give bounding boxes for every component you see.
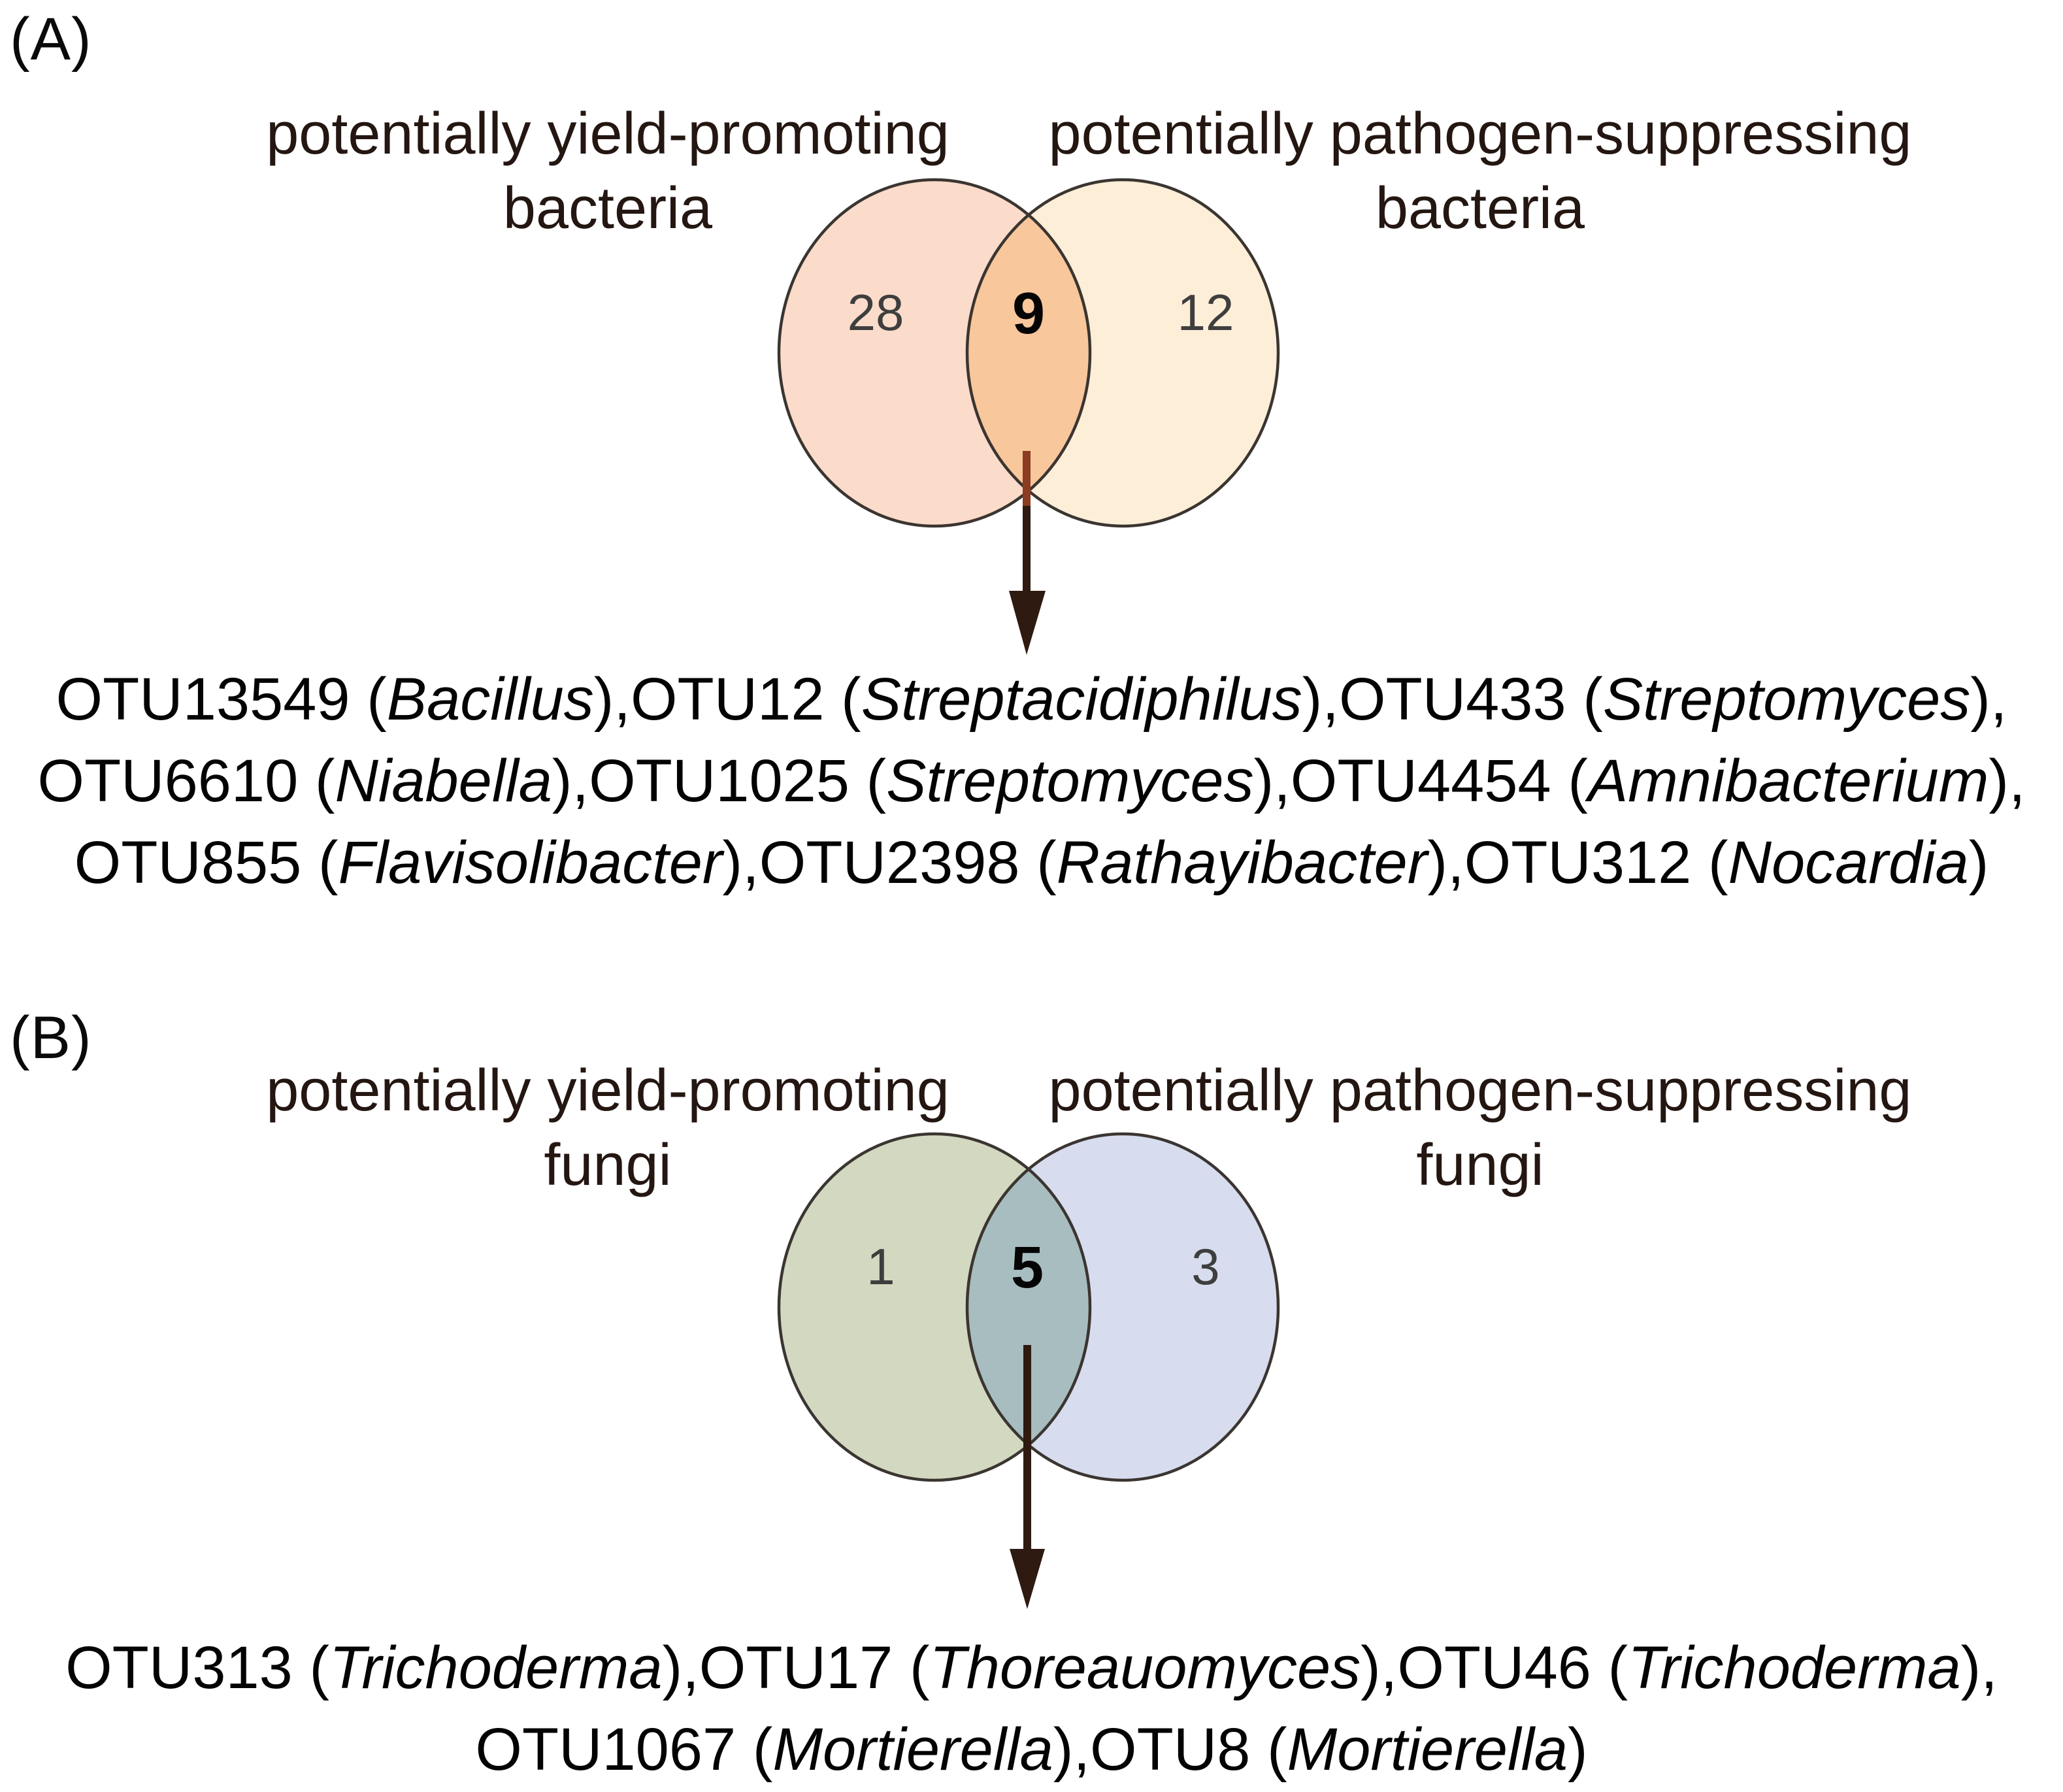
otu-id-text: ),OTU312 ( bbox=[1427, 829, 1728, 896]
panel-a-left-circle-outline bbox=[777, 178, 1092, 528]
title-line: potentially pathogen-suppressing bbox=[1048, 1058, 1912, 1123]
otu-id-text: OTU6610 ( bbox=[37, 748, 335, 814]
panel-a-left-set-title: potentially yield-promoting bacteria bbox=[176, 97, 1039, 246]
otu-id-text: ),OTU4454 ( bbox=[1253, 748, 1588, 814]
title-line: fungi bbox=[1416, 1133, 1544, 1198]
panel-a-right-set-title: potentially pathogen-suppressing bacteri… bbox=[1039, 97, 1921, 246]
panel-a-right-circle-outline bbox=[965, 178, 1280, 528]
otu-line: OTU1067 (Mortierella),OTU8 (Mortierella) bbox=[20, 1709, 2043, 1791]
panel-a-arrowhead-icon bbox=[1009, 591, 1046, 655]
genus-name: Nocardia bbox=[1728, 829, 1969, 896]
otu-id-text: ) bbox=[1568, 1716, 1588, 1783]
panel-b-label: (B) bbox=[10, 1004, 92, 1071]
otu-line: OTU6610 (Niabella),OTU1025 (Streptomyces… bbox=[20, 740, 2043, 822]
panel-b-left-circle-outline bbox=[777, 1132, 1092, 1482]
otu-id-text: ), bbox=[1970, 666, 2007, 733]
otu-line: OTU13549 (Bacillus),OTU12 (Streptacidiph… bbox=[20, 659, 2043, 740]
genus-name: Mortierella bbox=[772, 1716, 1053, 1783]
panel-a-overlap-region bbox=[967, 180, 1090, 526]
panel-b-venn-diagram: 1 5 3 bbox=[777, 1132, 1280, 1609]
panel-a-venn-diagram: 28 9 12 bbox=[777, 178, 1280, 655]
title-line: bacteria bbox=[1375, 176, 1585, 241]
panel-a-otu-list: OTU13549 (Bacillus),OTU12 (Streptacidiph… bbox=[20, 659, 2043, 904]
otu-id-text: ),OTU17 ( bbox=[662, 1634, 930, 1701]
title-line: potentially pathogen-suppressing bbox=[1048, 101, 1912, 167]
panel-b-right-only-count: 3 bbox=[1191, 1238, 1219, 1295]
otu-id-text: OTU13549 ( bbox=[56, 666, 387, 733]
genus-name: Rathayibacter bbox=[1056, 829, 1428, 896]
otu-id-text: ) bbox=[1968, 829, 1989, 896]
genus-name: Trichoderma bbox=[329, 1634, 663, 1701]
genus-name: Streptomyces bbox=[1602, 666, 1971, 733]
otu-id-text: ), bbox=[1989, 748, 2026, 814]
panel-b-otu-list: OTU313 (Trichoderma),OTU17 (Thoreauomyce… bbox=[20, 1627, 2043, 1791]
panel-b-left-set-title: potentially yield-promoting fungi bbox=[176, 1054, 1039, 1203]
title-line: bacteria bbox=[503, 176, 713, 241]
panel-a-right-only-count: 12 bbox=[1178, 284, 1234, 341]
genus-name: Streptacidiphilus bbox=[861, 666, 1302, 733]
panel-b-overlap-count: 5 bbox=[1011, 1235, 1044, 1301]
otu-id-text: ),OTU12 ( bbox=[593, 666, 861, 733]
panel-b-left-only-count: 1 bbox=[866, 1238, 895, 1295]
panel-b-arrowhead-icon bbox=[1010, 1549, 1045, 1609]
genus-name: Streptomyces bbox=[886, 748, 1254, 814]
otu-id-text: OTU313 ( bbox=[65, 1634, 330, 1701]
otu-id-text: ),OTU2398 ( bbox=[722, 829, 1057, 896]
panel-b-overlap-region bbox=[967, 1134, 1090, 1480]
title-line: potentially yield-promoting bbox=[266, 101, 949, 167]
otu-id-text: ),OTU433 ( bbox=[1302, 666, 1603, 733]
otu-id-text: OTU1067 ( bbox=[475, 1716, 773, 1783]
otu-id-text: ), bbox=[1960, 1634, 1998, 1701]
panel-a-overlap-count: 9 bbox=[1012, 281, 1045, 346]
panel-b-right-circle-outline bbox=[965, 1132, 1280, 1482]
genus-name: Trichoderma bbox=[1628, 1634, 1961, 1701]
otu-id-text: ),OTU1025 ( bbox=[552, 748, 887, 814]
otu-line: OTU855 (Flavisolibacter),OTU2398 (Rathay… bbox=[20, 822, 2043, 904]
genus-name: Bacillus bbox=[386, 666, 594, 733]
otu-id-text: ),OTU8 ( bbox=[1053, 1716, 1287, 1783]
genus-name: Flavisolibacter bbox=[338, 829, 723, 896]
title-line: fungi bbox=[544, 1133, 672, 1198]
panel-a-left-only-count: 28 bbox=[848, 284, 904, 341]
genus-name: Thoreauomyces bbox=[929, 1634, 1361, 1701]
title-line: potentially yield-promoting bbox=[266, 1058, 949, 1123]
genus-name: Niabella bbox=[335, 748, 552, 814]
genus-name: Mortierella bbox=[1287, 1716, 1568, 1783]
panel-b-right-set-title: potentially pathogen-suppressing fungi bbox=[1039, 1054, 1921, 1203]
panel-a-label: (A) bbox=[10, 6, 92, 73]
otu-id-text: ),OTU46 ( bbox=[1361, 1634, 1628, 1701]
genus-name: Amnibacterium bbox=[1587, 748, 1989, 814]
otu-line: OTU313 (Trichoderma),OTU17 (Thoreauomyce… bbox=[20, 1627, 2043, 1709]
otu-id-text: OTU855 ( bbox=[74, 829, 338, 896]
